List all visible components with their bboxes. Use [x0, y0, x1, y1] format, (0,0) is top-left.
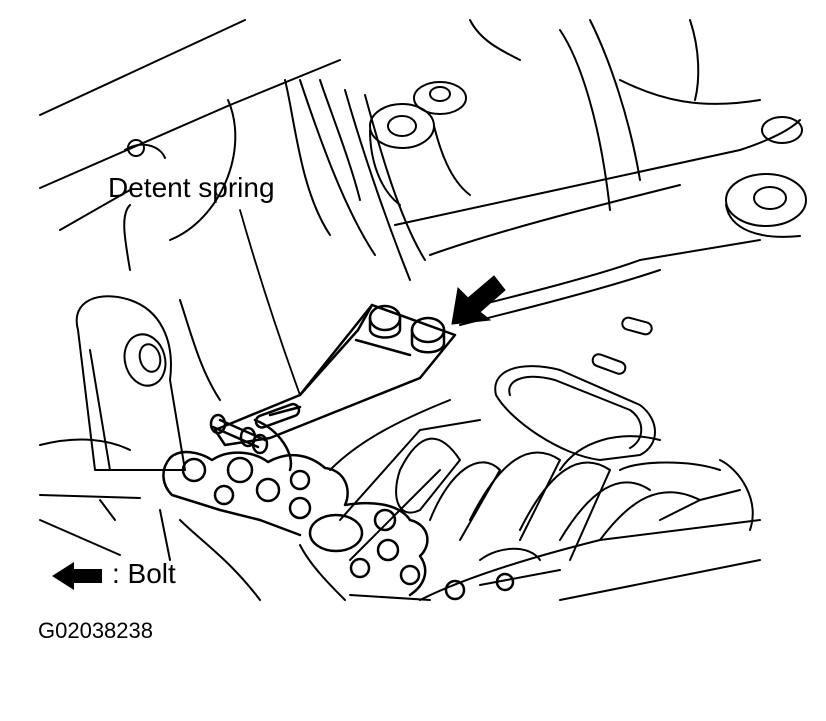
pivot-boss — [77, 296, 220, 470]
bolt-pointer-arrow-icon — [452, 276, 505, 324]
arrow-left-icon — [52, 562, 102, 590]
detent-spring — [211, 305, 455, 470]
spring-bolts — [370, 306, 444, 352]
valve-body — [330, 240, 760, 600]
case-upper-left-outline — [40, 20, 340, 270]
figure-code: G02038238 — [38, 618, 153, 643]
upper-housing — [285, 20, 806, 280]
lower-case-edges — [40, 440, 430, 600]
bolt-legend-label: : Bolt — [112, 558, 176, 589]
separator-plate — [163, 452, 513, 599]
detent-spring-leader-line — [240, 210, 300, 395]
detent-spring-label: Detent spring — [108, 172, 275, 203]
